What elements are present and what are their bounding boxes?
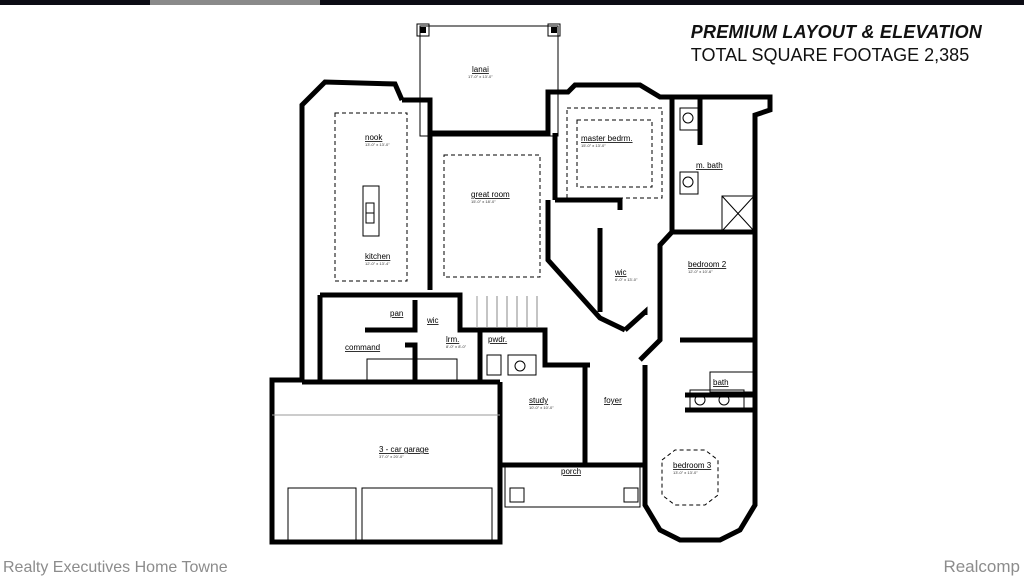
room-powder: pwdr. [488, 335, 507, 344]
fixtures [272, 107, 755, 543]
room-nook: nook [365, 133, 383, 142]
room-study-dims: 10'-0" x 10'-0" [529, 405, 554, 410]
room-study: study [529, 396, 548, 405]
source-watermark: Realcomp [943, 557, 1020, 576]
exterior-walls [269, 79, 773, 545]
room-laundry: lrm. [446, 335, 459, 344]
square-footage: TOTAL SQUARE FOOTAGE 2,385 [690, 45, 970, 65]
room-master-wic-dims: 6'-0" x 13'-0" [615, 277, 638, 282]
room-labels: lanai 17'-0" x 13'-0" nook 13'-0" x 13'-… [345, 65, 729, 476]
top-bar [0, 0, 1024, 5]
room-porch: porch [561, 467, 581, 476]
room-wic: wic [426, 316, 439, 325]
room-master-bedroom: master bedrm. [581, 134, 633, 143]
room-kitchen-dims: 12'-0" x 13'-4" [365, 261, 390, 266]
plan-header: PREMIUM LAYOUT & ELEVATION TOTAL SQUARE … [691, 22, 982, 66]
room-foyer: foyer [604, 396, 622, 405]
room-great-room-dims: 15'-0" x 18'-0" [471, 199, 496, 204]
listing-agent: Realty Executives Home Towne [3, 559, 228, 576]
room-lanai-dims: 17'-0" x 13'-0" [468, 74, 493, 79]
room-pantry: pan [390, 309, 403, 318]
lanai-area [416, 23, 561, 137]
room-bedroom-3: bedroom 3 [673, 461, 712, 470]
room-bath: bath [713, 378, 729, 387]
room-bedroom-3-dims: 13'-0" x 13'-0" [673, 470, 698, 475]
room-lanai: lanai [472, 65, 489, 74]
room-kitchen: kitchen [365, 252, 390, 261]
room-garage: 3 - car garage [379, 445, 429, 454]
interior-walls [302, 97, 755, 465]
room-bedroom-2: bedroom 2 [688, 260, 727, 269]
room-master-bath: m. bath [696, 161, 723, 170]
room-command: command [345, 343, 380, 352]
room-great-room: great room [471, 190, 510, 199]
room-master-bedroom-dims: 15'-0" x 13'-0" [581, 143, 606, 148]
room-laundry-dims: 8'-0" x 8'-0" [446, 344, 467, 349]
room-garage-dims: 37'-0" x 20'-0" [379, 454, 404, 459]
room-master-wic: wic [614, 268, 627, 277]
plan-title: PREMIUM LAYOUT & ELEVATION [690, 22, 982, 42]
ceiling-outlines [334, 107, 719, 506]
room-nook-dims: 13'-0" x 13'-0" [365, 142, 390, 147]
room-bedroom-2-dims: 12'-0" x 10'-6" [688, 269, 713, 274]
top-bar-gap [150, 0, 320, 5]
